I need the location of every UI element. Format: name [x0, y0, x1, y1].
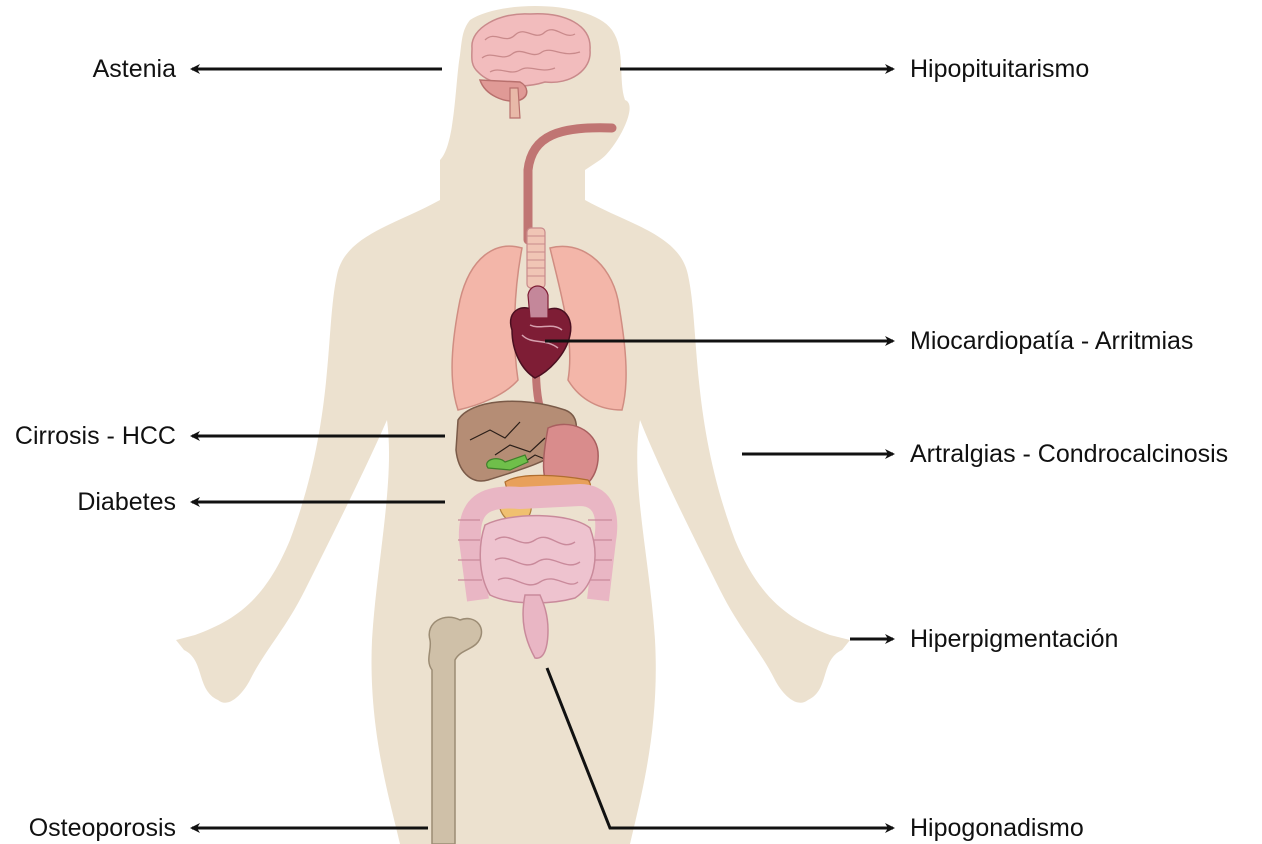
- label-diabetes: Diabetes: [77, 487, 176, 517]
- label-cirrosis: Cirrosis - HCC: [15, 421, 176, 451]
- label-artralgias: Artralgias - Condrocalcinosis: [910, 439, 1228, 469]
- label-hipopituitarismo: Hipopituitarismo: [910, 54, 1089, 84]
- label-miocardiopatia: Miocardiopatía - Arritmias: [910, 326, 1193, 356]
- brain-cerebrum: [472, 14, 590, 86]
- label-astenia: Astenia: [93, 54, 176, 84]
- heart-aorta: [528, 286, 548, 318]
- brain-stem: [510, 88, 520, 118]
- label-hiperpigmentacion: Hiperpigmentación: [910, 624, 1118, 654]
- label-hipogonadismo: Hipogonadismo: [910, 813, 1084, 843]
- label-osteoporosis: Osteoporosis: [29, 813, 176, 843]
- trachea: [527, 228, 545, 288]
